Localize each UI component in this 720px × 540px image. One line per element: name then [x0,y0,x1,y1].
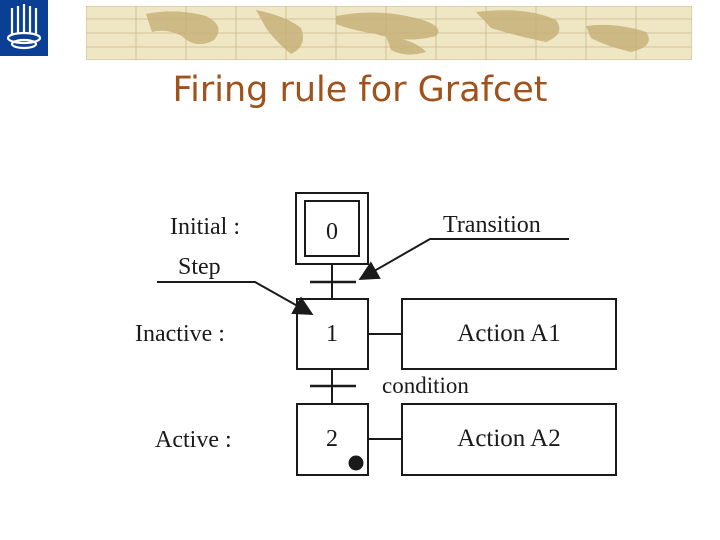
initial-label: Initial : [170,214,240,240]
logo-emblem-icon [6,4,42,50]
step-0-initial: 0 [295,192,369,265]
action-a1-box: Action A1 [401,298,617,370]
step-pointer-arrow [157,281,314,315]
transition-pointer-arrow [358,238,569,280]
action-a2-box: Action A2 [401,403,617,476]
step-2-number: 2 [326,426,338,452]
action-a1-label: Action A1 [457,320,560,347]
step-1-inactive: 1 [296,298,369,370]
step-0-number: 0 [326,219,338,245]
map-banner [86,6,692,60]
active-token-dot [348,455,364,471]
inactive-label: Inactive : [135,321,225,347]
university-logo [0,0,48,56]
condition-label: condition [382,373,469,398]
action-a2-label: Action A2 [457,425,560,452]
transition-label: Transition [443,212,541,238]
step-2-active: 2 [296,403,369,476]
active-label: Active : [155,427,232,453]
slide-title: Firing rule for Grafcet [172,70,548,110]
step-label: Step [178,254,221,280]
step-1-number: 1 [326,321,338,347]
